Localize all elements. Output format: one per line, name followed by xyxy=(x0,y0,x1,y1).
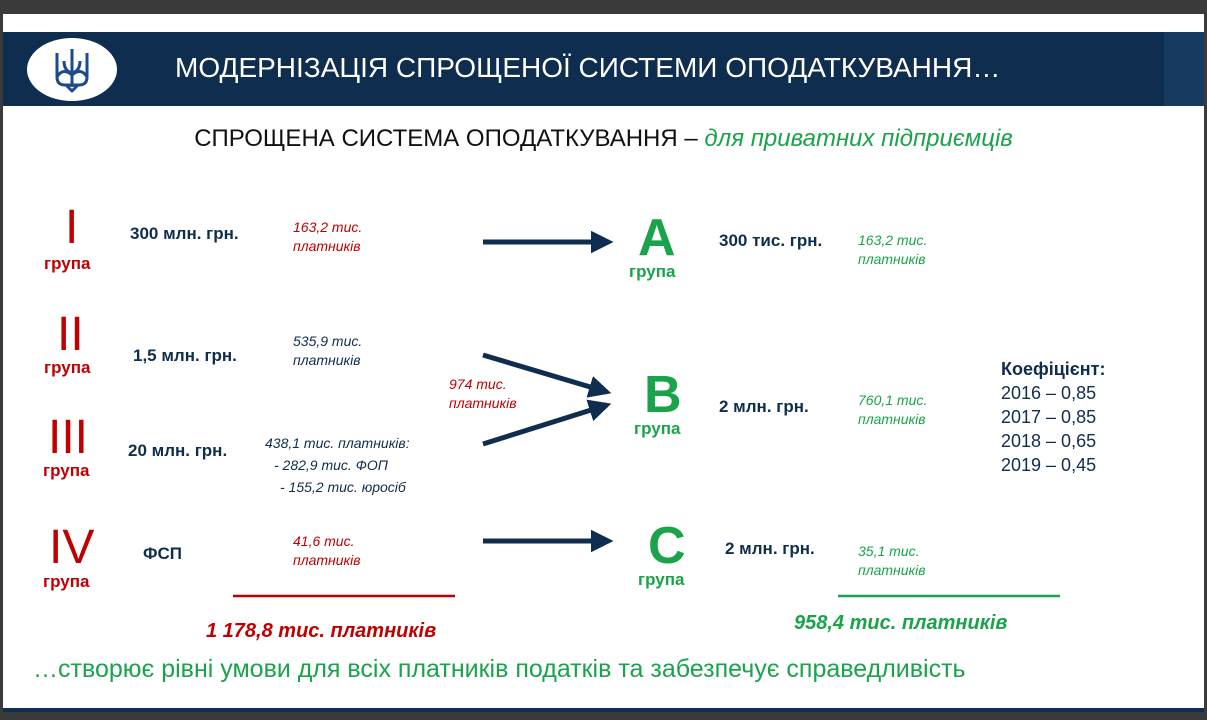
group-b-payers-line: 760,1 тис. xyxy=(858,392,928,408)
arrow-iii-to-b xyxy=(482,399,612,447)
group-i-numeral: I xyxy=(65,201,79,254)
group-b-payers: 760,1 тис. платників xyxy=(858,391,927,429)
group-iv-payers-line: платників xyxy=(293,552,361,568)
group-i-payers-line: платників xyxy=(293,238,361,254)
group-iii-limit: 20 млн. грн. xyxy=(128,441,228,460)
coefficient-row: 2019 – 0,45 xyxy=(1001,455,1097,475)
group-iv-payers-line: 41,6 тис. xyxy=(293,533,355,549)
group-i-label: група xyxy=(44,254,91,273)
group-a-limit: 300 тис. грн. xyxy=(719,231,823,250)
merge-note-line: 974 тис. xyxy=(449,376,507,392)
banner-edge-strip xyxy=(1164,32,1204,106)
group-a-payers: 163,2 тис. платників xyxy=(858,231,927,269)
group-b-limit: 2 млн. грн. xyxy=(719,397,809,416)
group-iv-numeral: IV xyxy=(49,521,95,574)
group-a-letter: A xyxy=(638,209,676,267)
group-iii-payers-line: - 155,2 тис. юросіб xyxy=(280,479,406,495)
group-ii-numeral: II xyxy=(57,308,84,361)
group-c-label: група xyxy=(638,570,685,589)
group-iv-label: група xyxy=(43,572,90,591)
logo xyxy=(27,38,117,101)
group-b-letter: B xyxy=(644,366,682,424)
group-c-payers-line: платників xyxy=(858,562,926,578)
page-title: МОДЕРНІЗАЦІЯ СПРОЩЕНОЇ СИСТЕМИ ОПОДАТКУВ… xyxy=(175,52,1001,83)
trident-emblem-icon xyxy=(55,49,89,93)
slide: МОДЕРНІЗАЦІЯ СПРОЩЕНОЇ СИСТЕМИ ОПОДАТКУВ… xyxy=(3,14,1204,712)
arrows-layer xyxy=(233,230,1060,598)
group-b-payers-line: платників xyxy=(858,411,926,427)
group-iii-numeral: III xyxy=(48,411,89,464)
arrow-ii-to-b xyxy=(482,352,612,398)
group-iii-payers-line: - 282,9 тис. ФОП xyxy=(274,457,388,473)
group-a-payers-line: платників xyxy=(858,251,926,267)
group-b-label: група xyxy=(634,419,681,438)
group-iv-payers: 41,6 тис. платників xyxy=(293,532,361,570)
group-iv-limit: ФСП xyxy=(143,544,183,563)
group-c-payers-line: 35,1 тис. xyxy=(858,543,920,559)
merge-note-line: платників xyxy=(449,395,517,411)
group-ii-payers: 535,9 тис. платників xyxy=(293,332,362,370)
coefficient-row: 2016 – 0,85 xyxy=(1001,383,1097,403)
group-ii-limit: 1,5 млн. грн. xyxy=(133,346,237,365)
group-ii-label: група xyxy=(44,358,91,377)
group-iii-payers: 438,1 тис. платників: - 282,9 тис. ФОП -… xyxy=(265,432,410,498)
group-a-payers-line: 163,2 тис. xyxy=(858,232,928,248)
group-i-limit: 300 млн. грн. xyxy=(130,224,239,243)
group-i-payers-line: 163,2 тис. xyxy=(293,219,363,235)
subtitle: СПРОЩЕНА СИСТЕМА ОПОДАТКУВАННЯ – для при… xyxy=(3,125,1204,153)
group-c-payers: 35,1 тис. платників xyxy=(858,542,926,580)
group-c-limit: 2 млн. грн. xyxy=(725,539,815,558)
group-i-payers: 163,2 тис. платників xyxy=(293,218,362,256)
subtitle-accent: для приватних підприємців xyxy=(704,125,1013,152)
coefficient-row: 2018 – 0,65 xyxy=(1001,431,1097,451)
coefficient-row: 2017 – 0,85 xyxy=(1001,407,1097,427)
total-old-payers: 1 178,8 тис. платників xyxy=(206,620,437,642)
total-new-payers: 958,4 тис. платників xyxy=(794,612,1008,634)
group-iii-label: група xyxy=(43,461,90,480)
group-ii-payers-line: платників xyxy=(293,352,361,368)
group-a-label: група xyxy=(629,262,676,281)
header-banner: МОДЕРНІЗАЦІЯ СПРОЩЕНОЇ СИСТЕМИ ОПОДАТКУВ… xyxy=(3,32,1204,106)
subtitle-main: СПРОЩЕНА СИСТЕМА ОПОДАТКУВАННЯ – xyxy=(194,125,705,152)
conclusion-text: …створює рівні умови для всіх платників … xyxy=(33,655,966,683)
coefficient-block: Коефіцієнт: 2016 – 0,85 2017 – 0,85 2018… xyxy=(1001,357,1105,477)
coefficient-heading: Коефіцієнт: xyxy=(1001,359,1106,379)
group-iii-payers-line: 438,1 тис. платників: xyxy=(265,435,410,451)
group-ii-payers-line: 535,9 тис. xyxy=(293,333,363,349)
merge-note: 974 тис. платників xyxy=(449,375,517,413)
group-c-letter: C xyxy=(648,517,686,575)
footer-bar xyxy=(3,708,1204,712)
